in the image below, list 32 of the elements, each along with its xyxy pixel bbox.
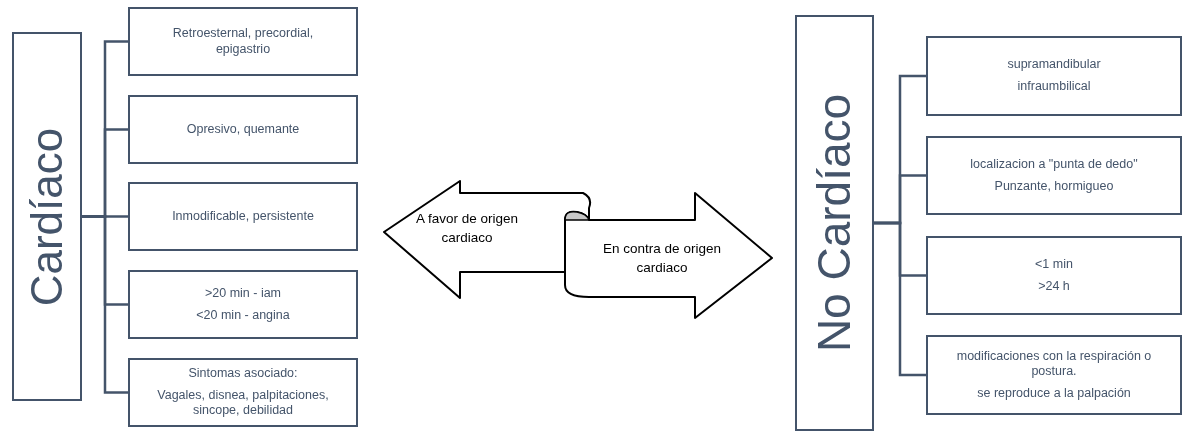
feature-box <box>926 236 1182 315</box>
feature-box <box>128 358 358 427</box>
feature-text: Opresivo, quemante <box>186 121 300 138</box>
category-title: No Cardíaco <box>811 93 858 353</box>
feature-text: >20 min - iam <box>204 285 282 302</box>
feature-box <box>128 7 358 76</box>
feature-text: Retroesternal, precordial, epigastrio <box>171 25 315 58</box>
feature-text: Sintomas asociado: <box>188 366 298 382</box>
category-box <box>795 15 874 431</box>
category-title: Cardíaco <box>25 127 69 306</box>
feature-text: <1 min <box>1035 256 1073 273</box>
bracket-connector <box>82 215 128 394</box>
feature-box <box>128 182 358 251</box>
arrow-label: A favor de origen cardiaco <box>414 210 520 247</box>
feature-text: >24 h <box>1038 278 1070 295</box>
feature-text: modificaciones con la respiración o postura. <box>955 348 1153 380</box>
feature-box <box>128 95 358 164</box>
feature-box <box>926 36 1182 116</box>
feature-text: Punzante, hormigueo <box>994 178 1114 195</box>
feature-text: Inmodificable, persistente <box>172 208 314 225</box>
category-box <box>12 32 82 401</box>
feature-text: supramandibular <box>1007 57 1101 73</box>
feature-text: se reproduce a la palpación <box>977 385 1131 402</box>
feature-text: localizacion a "punta de dedo" <box>970 156 1138 173</box>
feature-box <box>926 335 1182 415</box>
arrow-label: En contra de origen cardiaco <box>602 240 722 277</box>
feature-text: <20 min - angina <box>196 307 290 324</box>
feature-box <box>128 270 358 339</box>
bracket-connector <box>874 221 926 377</box>
feature-box <box>926 136 1182 215</box>
feature-text: infraumbilical <box>1017 79 1091 95</box>
feature-text: Vagales, disnea, palpitaciones, sincope, debilidad <box>156 387 330 419</box>
